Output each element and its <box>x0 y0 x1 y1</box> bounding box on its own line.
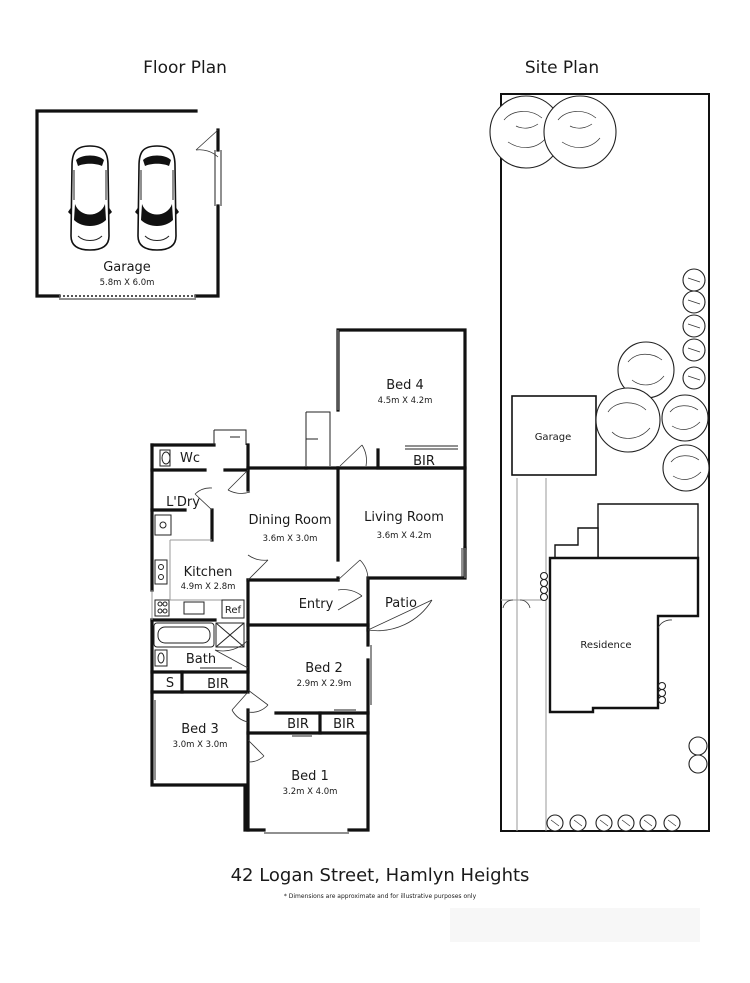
floor-plan-heading: Floor Plan <box>143 58 227 78</box>
house-floor-plan: Bed 4 4.5m X 4.2m BIR Wc L'Dry Dining Ro… <box>150 328 467 834</box>
bed4-label: Bed 4 <box>386 378 424 393</box>
wc-label: Wc <box>180 451 200 466</box>
shrub-icon <box>539 571 667 705</box>
site-garage <box>511 395 597 476</box>
bed1-dims: 3.2m X 4.0m <box>283 787 338 797</box>
bed3-label: Bed 3 <box>181 722 219 737</box>
dining-room-dims: 3.6m X 3.0m <box>263 534 318 544</box>
kitchen-dims: 4.9m X 2.8m <box>181 582 236 592</box>
bed3-dims: 3.0m X 3.0m <box>173 740 228 750</box>
bed4-bir-label: BIR <box>413 454 435 469</box>
bed2-label: Bed 2 <box>305 661 343 676</box>
bath-label: Bath <box>186 652 216 667</box>
car-icon <box>68 145 112 251</box>
bed2-bir-right-label: BIR <box>333 717 355 732</box>
s-label: S <box>166 676 174 691</box>
tree-icon <box>595 341 710 492</box>
laundry-label: L'Dry <box>166 495 200 510</box>
site-plan-heading: Site Plan <box>525 58 599 78</box>
site-residence-label: Residence <box>580 640 631 651</box>
bed1-label: Bed 1 <box>291 769 329 784</box>
dimensions-disclaimer: * Dimensions are approximate and for ill… <box>284 893 477 900</box>
address-title: 42 Logan Street, Hamlyn Heights <box>231 865 530 886</box>
site-plan: Garage Residence <box>489 93 710 832</box>
entry-label: Entry <box>299 597 334 612</box>
bed4-dims: 4.5m X 4.2m <box>378 396 433 406</box>
garage-label: Garage <box>103 260 151 275</box>
shrub-icon <box>682 268 706 390</box>
site-residence <box>548 556 700 714</box>
ref-label: Ref <box>225 605 242 616</box>
bed2-dims: 2.9m X 2.9m <box>297 679 352 689</box>
patio-label: Patio <box>385 596 417 611</box>
living-room-label: Living Room <box>364 510 444 525</box>
garage-dims: 5.8m X 6.0m <box>100 278 155 288</box>
bath-bir-label: BIR <box>207 677 229 692</box>
site-garage-label: Garage <box>535 432 572 443</box>
tree-icon <box>489 95 617 169</box>
kitchen-label: Kitchen <box>184 565 233 580</box>
shrub-icon <box>546 814 681 832</box>
bed2-bir-left-label: BIR <box>287 717 309 732</box>
watermark <box>450 908 700 942</box>
dining-room-label: Dining Room <box>248 513 331 528</box>
shrub-icon <box>688 736 708 774</box>
garage-plan: Garage 5.8m X 6.0m <box>35 109 222 300</box>
car-icon <box>135 145 179 251</box>
living-room-dims: 3.6m X 4.2m <box>377 531 432 541</box>
